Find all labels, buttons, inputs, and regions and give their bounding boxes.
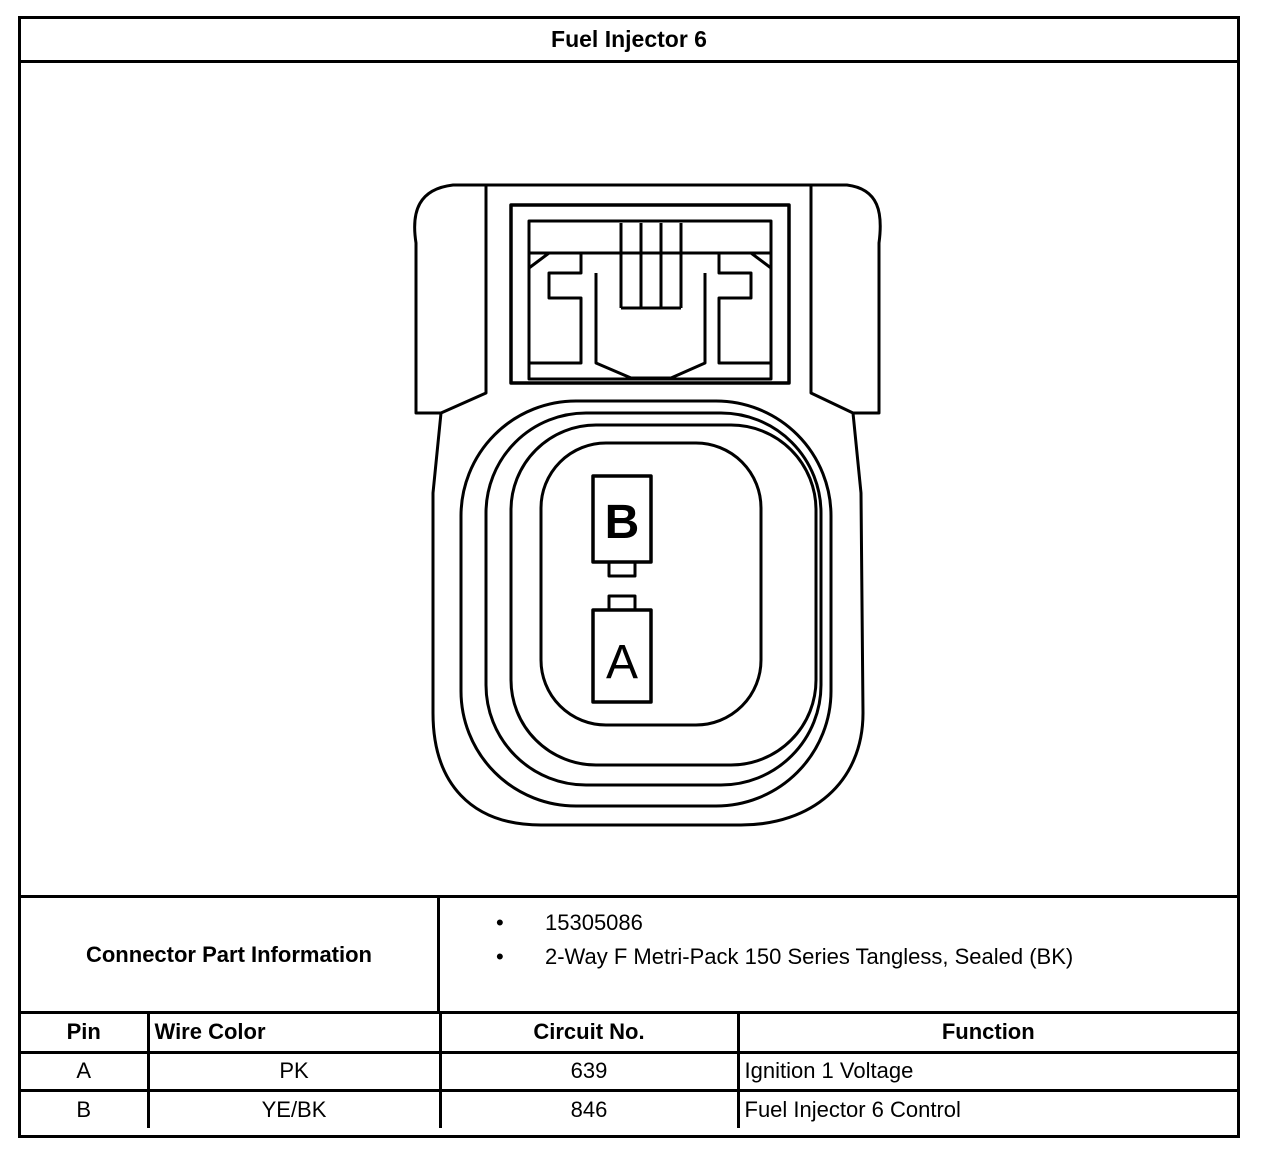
latch-left-block <box>528 251 583 365</box>
circuit-cell: 639 <box>438 1050 740 1092</box>
header-pin: Pin <box>21 1014 150 1054</box>
connector-face-drawing: B A <box>21 63 1237 895</box>
terminal-b-tab <box>607 560 637 578</box>
pin-table: Pin Wire Color Circuit No. Function A PK… <box>21 1014 1237 1128</box>
wire-color-cell: PK <box>146 1050 442 1092</box>
connector-sheet: Fuel Injector 6 B <box>18 16 1240 1138</box>
pin-cavity-face <box>539 441 763 727</box>
pin-cell: A <box>21 1050 150 1092</box>
seal-ring-inner <box>509 423 818 767</box>
function-cell: Fuel Injector 6 Control <box>736 1088 1237 1128</box>
table-row: B YE/BK 846 Fuel Injector 6 Control <box>21 1088 1237 1128</box>
wire-color-cell: YE/BK <box>146 1088 442 1128</box>
latch-frame-outer <box>509 203 791 385</box>
header-circuit: Circuit No. <box>438 1014 740 1054</box>
latch-frame-inner <box>527 219 773 381</box>
function-cell: Ignition 1 Voltage <box>736 1050 1237 1092</box>
part-number: 15305086 <box>440 906 1237 940</box>
connector-part-info: Connector Part Information 15305086 2-Wa… <box>21 895 1237 1014</box>
latch-center-tab <box>594 273 707 380</box>
seal-ring-outer <box>459 399 833 808</box>
latch-right-block <box>717 251 772 365</box>
connector-ear-right <box>809 185 854 415</box>
seal-ring-middle <box>484 411 823 787</box>
header-wire-color: Wire Color <box>146 1014 442 1054</box>
part-info-list: 15305086 2-Way F Metri-Pack 150 Series T… <box>440 898 1237 1019</box>
terminal-a-box <box>591 608 653 704</box>
part-description: 2-Way F Metri-Pack 150 Series Tangless, … <box>440 940 1237 974</box>
latch-grip-lines <box>619 223 683 310</box>
terminal-a-tab <box>607 594 637 612</box>
page-title: Fuel Injector 6 <box>21 19 1237 63</box>
connector-housing-outline <box>413 183 882 827</box>
header-function: Function <box>736 1014 1237 1054</box>
connector-ear-left <box>440 185 488 415</box>
pin-cell: B <box>21 1088 150 1128</box>
circuit-cell: 846 <box>438 1088 740 1128</box>
connector-face-svg: B A <box>413 183 882 827</box>
pin-table-header: Pin Wire Color Circuit No. Function <box>21 1014 1237 1054</box>
table-row: A PK 639 Ignition 1 Voltage <box>21 1050 1237 1092</box>
pin-b-label: B <box>605 496 640 549</box>
part-info-label: Connector Part Information <box>21 898 440 1011</box>
pin-a-label: A <box>606 636 638 689</box>
